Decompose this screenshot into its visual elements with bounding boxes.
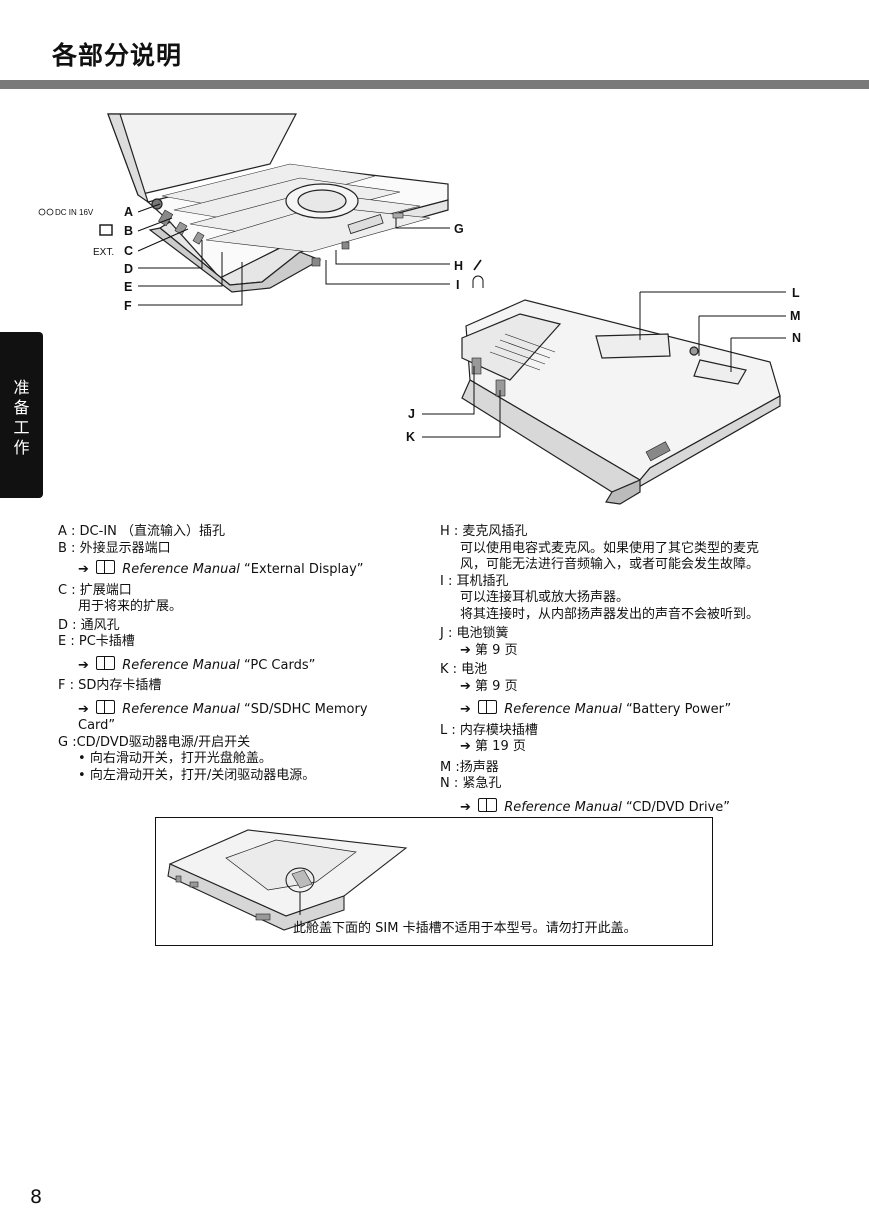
callout-m: M [790, 309, 800, 323]
laptop-closed-illustration [167, 829, 408, 931]
callout-l: L [792, 286, 800, 300]
arrow-icon: ➔ [460, 702, 471, 717]
title-rule [0, 80, 869, 89]
arrow-icon: ➔ [78, 657, 89, 673]
microphone-icon [473, 259, 482, 271]
parts-list-left: A : DC-IN （直流输入）插孔 B : 外接显示器端口 ➔ Referen… [58, 524, 368, 784]
callout-k: K [406, 430, 415, 444]
item-n: N : 紧急孔 [440, 776, 502, 791]
callout-f: F [124, 299, 132, 313]
page-ref[interactable]: 第 19 页 [475, 739, 526, 754]
item-h-desc-1: 可以使用电容式麦克风。如果使用了其它类型的麦克 [460, 540, 760, 556]
manual-icon [96, 655, 116, 670]
ref-manual-link[interactable]: Reference Manual [122, 562, 240, 577]
page-number: 8 [30, 1186, 43, 1208]
callout-c: C [124, 244, 133, 258]
ref-l: ➔ 第 19 页 [440, 739, 759, 756]
item-a: A : DC-IN （直流输入）插孔 [58, 524, 226, 539]
bullet-text: 向右滑动开关，打开光盘舱盖。 [89, 751, 272, 766]
item-h: H : 麦克风插孔 [440, 524, 528, 539]
ref-topic: “External Display” [244, 562, 364, 577]
laptop-parts-figure: DC IN 16V A B EXT. C D E F G H I L M N J… [38, 113, 801, 505]
ref-k-page: ➔ 第 9 页 [440, 679, 759, 696]
item-g: G :CD/DVD驱动器电源/开启开关 [58, 734, 251, 750]
ref-f-topic-cont: Card” [78, 718, 116, 733]
ref-manual-link[interactable]: Reference Manual [122, 657, 240, 673]
manual-icon [478, 700, 498, 714]
callout-e: E [124, 280, 132, 294]
item-i-desc-2: 将其连接时，从内部扬声器发出的声音不会被听到。 [460, 606, 760, 622]
item-l: L : 内存模块插槽 [440, 722, 538, 738]
callout-h: H [454, 259, 463, 273]
callout-i: I [456, 278, 459, 292]
ref-f: ➔ Reference Manual “SD/SDHC Memory [58, 699, 368, 719]
laptop-bottom-illustration [461, 299, 781, 505]
arrow-icon: ➔ [78, 701, 89, 717]
callout-n: N [792, 331, 801, 345]
page-title: 各部分说明 [52, 41, 183, 70]
item-i: I : 耳机插孔 [440, 573, 509, 589]
item-c-desc: 用于将来的扩展。 [78, 599, 183, 614]
item-m: M :扬声器 [440, 759, 499, 775]
ext-label: EXT. [93, 247, 114, 258]
arrow-icon: ➔ [460, 678, 471, 694]
bullet-text: 向左滑动开关，打开/关闭驱动器电源。 [89, 767, 316, 783]
item-g-bullet-1: • 向右滑动开关，打开光盘舱盖。 [58, 751, 368, 768]
arrow-icon: ➔ [460, 739, 471, 754]
callout-d: D [124, 262, 133, 276]
headphone-icon [472, 275, 484, 288]
callout-g: G [454, 222, 464, 236]
item-g-bullet-2: • 向左滑动开关，打开/关闭驱动器电源。 [58, 768, 368, 785]
right-callouts [325, 218, 786, 438]
item-e: E : PC卡插槽 [58, 634, 135, 649]
parts-list-right: H : 麦克风插孔 可以使用电容式麦克风。如果使用了其它类型的麦克 风，可能无法… [440, 524, 759, 816]
laptop-front-illustration [107, 113, 449, 293]
ref-manual-link[interactable]: Reference Manual [122, 701, 240, 717]
dc-in-label: DC IN 16V [55, 208, 94, 217]
ref-b: ➔ Reference Manual “External Display” [58, 560, 368, 579]
ref-e: ➔ Reference Manual “PC Cards” [58, 655, 368, 675]
arrow-icon: ➔ [460, 642, 471, 658]
callout-a: A [124, 205, 133, 219]
section-tab-label: 准备工作 [13, 378, 30, 457]
arrow-icon: ➔ [460, 799, 471, 815]
ref-manual-link[interactable]: Reference Manual [504, 799, 622, 815]
item-i-desc-1: 可以连接耳机或放大扬声器。 [460, 590, 630, 605]
ref-topic: “Battery Power” [626, 702, 732, 717]
bullet: • [78, 751, 86, 766]
bullet: • [78, 767, 86, 783]
ref-k-manual: ➔ Reference Manual “Battery Power” [440, 700, 759, 719]
ref-topic: “CD/DVD Drive” [626, 799, 730, 815]
item-k: K : 电池 [440, 662, 488, 677]
ref-manual-link[interactable]: Reference Manual [504, 702, 622, 717]
left-callouts [137, 203, 243, 306]
ref-topic: “PC Cards” [244, 657, 316, 673]
arrow-icon: ➔ [78, 562, 89, 577]
monitor-icon [99, 224, 113, 236]
item-j: J : 电池锁簧 [440, 626, 509, 641]
page-ref[interactable]: 第 9 页 [475, 678, 518, 694]
ref-n: ➔ Reference Manual “CD/DVD Drive” [440, 797, 759, 817]
sim-note-box [155, 817, 713, 946]
callout-b: B [124, 224, 133, 238]
callout-j: J [408, 407, 415, 421]
manual-icon [96, 699, 116, 714]
manual-icon [478, 797, 498, 812]
item-c: C : 扩展端口 [58, 582, 132, 598]
ref-j: ➔ 第 9 页 [440, 643, 759, 660]
item-b: B : 外接显示器端口 [58, 540, 171, 556]
item-d: D : 通风孔 [58, 617, 120, 633]
page-ref[interactable]: 第 9 页 [475, 642, 518, 658]
section-tab: 准备工作 [0, 332, 43, 498]
ref-topic: “SD/SDHC Memory [244, 701, 368, 717]
manual-icon [96, 560, 116, 574]
dc-in-polarity-icon [38, 208, 54, 216]
item-h-desc-2: 风，可能无法进行音频输入，或者可能会发生故障。 [460, 557, 760, 572]
item-f: F : SD内存卡插槽 [58, 678, 162, 693]
sim-note-text: 此舱盖下面的 SIM 卡插槽不适用于本型号。请勿打开此盖。 [293, 921, 637, 936]
